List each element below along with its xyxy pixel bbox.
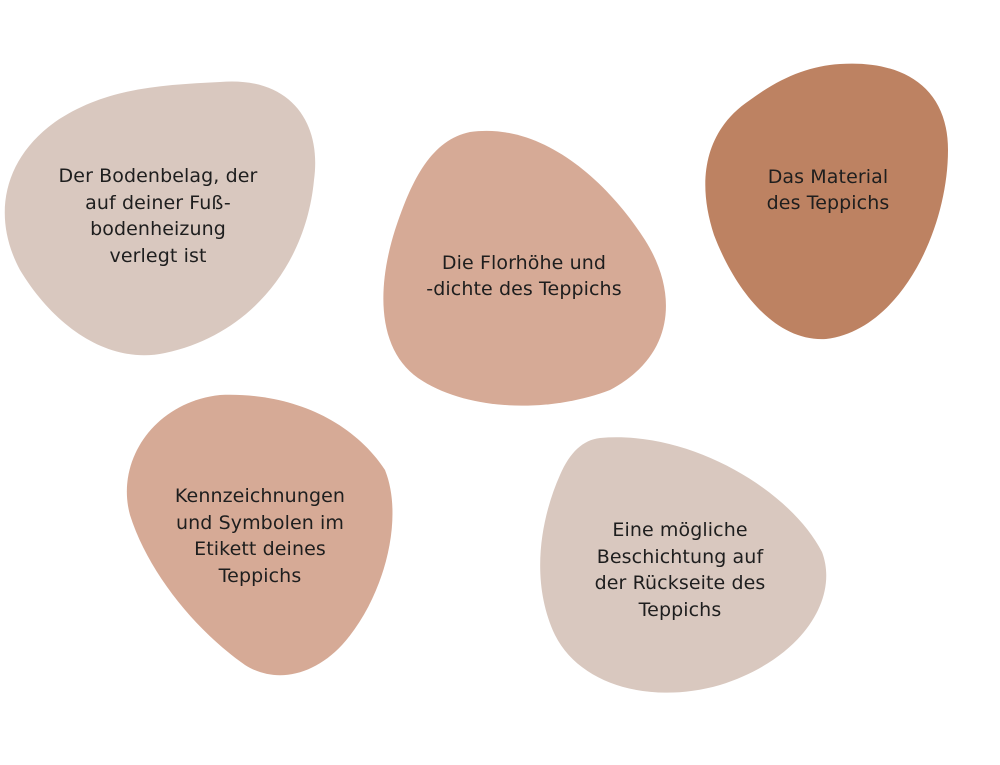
label-line: und Symbolen im <box>175 511 345 534</box>
blob-florhoehe <box>383 130 666 406</box>
label-line: bodenheizung <box>90 218 226 240</box>
label-line: -dichte des Teppichs <box>426 278 622 300</box>
label-line: Eine mögliche <box>612 519 748 541</box>
label-line: des Teppichs <box>766 192 890 214</box>
blob-kennzeichnungen <box>126 394 393 676</box>
label-line: Der Bodenbelag, der <box>58 165 258 187</box>
label-line: Kennzeichnungen <box>174 485 346 507</box>
label-line: Teppichs <box>218 564 302 587</box>
blob-label-material: Das Material des Teppichs <box>718 162 938 218</box>
label-line: Die Florhöhe und <box>441 251 607 274</box>
blob-beschichtung <box>540 437 827 693</box>
blob-material <box>705 63 948 340</box>
label-line: Beschichtung auf <box>596 545 764 568</box>
blob-label-kennzeichnungen: Kennzeichnungen und Symbolen im Etikett … <box>130 480 390 592</box>
label-line: auf deiner Fuß- <box>85 191 231 214</box>
blob-label-florhoehe: Die Florhöhe und -dichte des Teppichs <box>382 248 666 304</box>
label-line: Etikett deines <box>194 538 326 560</box>
label-line: der Rückseite des <box>594 572 766 594</box>
label-line: Teppichs <box>638 598 722 621</box>
label-line: verlegt ist <box>109 244 207 267</box>
blob-bodenbelag <box>4 81 316 356</box>
blob-label-beschichtung: Eine mögliche Beschichtung auf der Rücks… <box>548 514 812 626</box>
label-line: Das Material <box>767 165 889 188</box>
blob-label-bodenbelag: Der Bodenbelag, der auf deiner Fuß- bode… <box>18 160 298 272</box>
